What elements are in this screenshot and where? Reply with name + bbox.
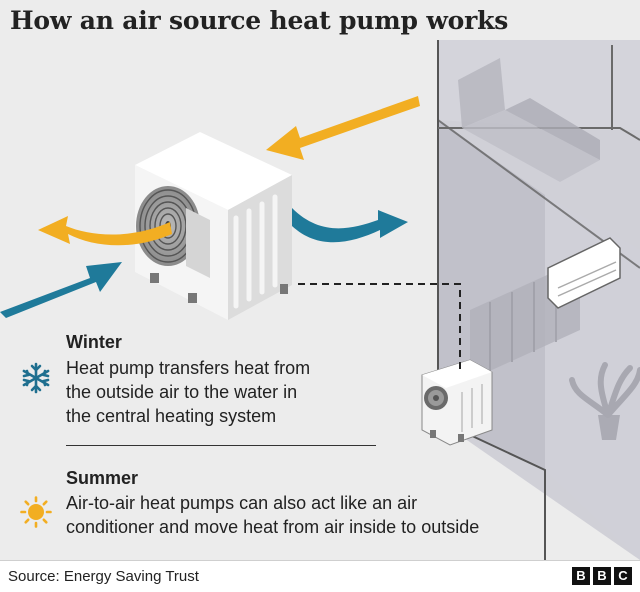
legend-divider [66, 445, 376, 446]
bed [458, 58, 600, 182]
summer-heading: Summer [66, 468, 139, 488]
footer: Source: Energy Saving Trust B B C [0, 560, 640, 592]
source-credit: Source: Energy Saving Trust [8, 568, 199, 585]
winter-description: Heat pump transfers heat from the outsid… [66, 356, 566, 428]
cold-air-out-arrow [292, 208, 408, 243]
bbc-logo-block: C [614, 567, 632, 585]
indoor-ac-unit [547, 237, 621, 309]
side-vents [233, 194, 278, 309]
winter-line: the central heating system [66, 406, 277, 426]
sun-icon [20, 496, 52, 528]
winter-line: Heat pump transfers heat from [66, 358, 311, 378]
small-outdoor-unit [421, 359, 493, 446]
snowflake-icon [22, 362, 50, 394]
winter-heading: Winter [66, 332, 122, 352]
connector-pipe [298, 283, 461, 372]
winter-line: the outside air to the water in [66, 382, 298, 402]
summer-description: Air-to-air heat pumps can also act like … [66, 491, 566, 539]
heat-pump-illustration [0, 40, 640, 560]
warm-air-in-arrow [266, 96, 420, 160]
bbc-logo: B B C [572, 567, 632, 585]
house-plant [569, 362, 640, 440]
summer-line: Air-to-air heat pumps can also act like … [66, 493, 418, 513]
bbc-logo-block: B [593, 567, 611, 585]
page-title: How an air source heat pump works [10, 6, 509, 35]
warm-air-out-arrow [38, 216, 172, 246]
cold-air-in-arrow [0, 262, 122, 318]
bbc-logo-block: B [572, 567, 590, 585]
summer-line: conditioner and move heat from air insid… [66, 517, 480, 537]
large-outdoor-unit [135, 132, 292, 320]
